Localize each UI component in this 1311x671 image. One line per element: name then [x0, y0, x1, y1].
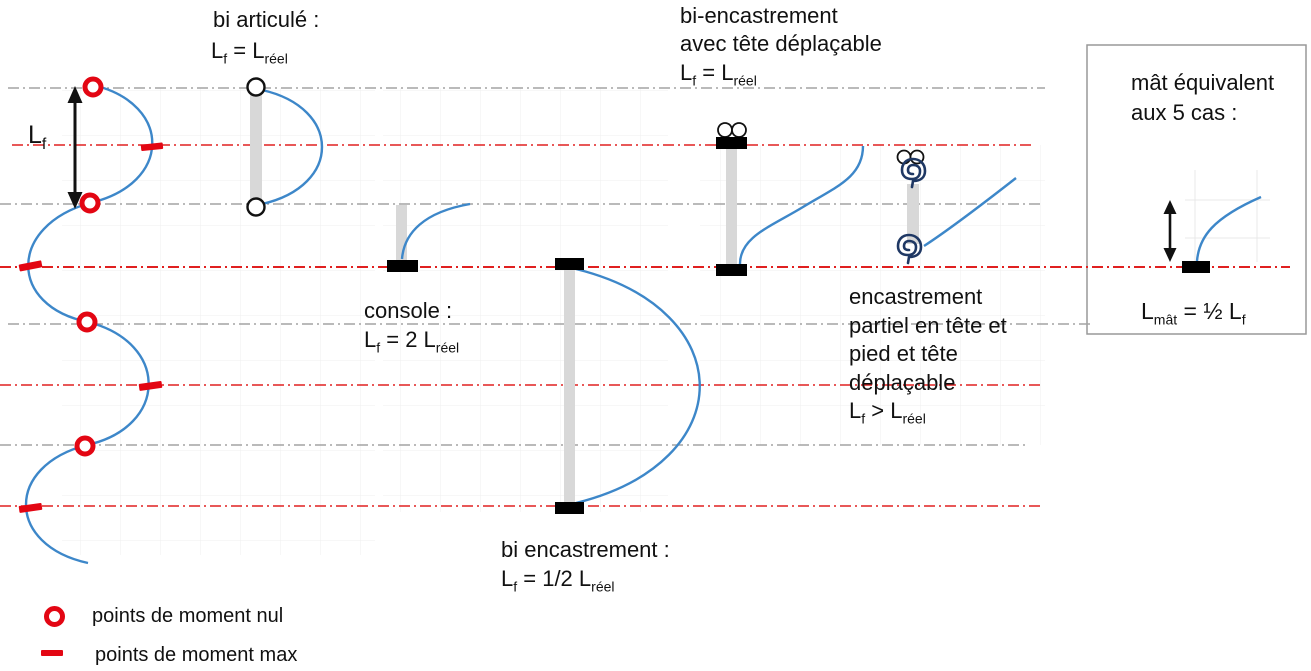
- title-line: avec tête déplaçable: [680, 31, 882, 56]
- legend-moment-max-label: points de moment max: [95, 644, 298, 666]
- buckled-curve: [400, 202, 471, 260]
- column-bar: [564, 268, 575, 504]
- bi-encastrement-formula: Lf = 1/2 Lréel: [501, 566, 615, 595]
- mat-box-faint-axes: [1185, 170, 1270, 262]
- moment-nul-marker: [82, 76, 104, 98]
- grid-patch-right: [700, 145, 1045, 445]
- roller-icon: [717, 122, 733, 138]
- legend-moment-nul-label: points de moment nul: [92, 605, 284, 627]
- column-bar: [250, 94, 262, 202]
- buckled-curve: [575, 267, 701, 505]
- case-console: [387, 202, 471, 272]
- title-line: partiel en tête et: [849, 312, 1007, 338]
- title-line: encastrement: [849, 284, 983, 309]
- moment-max-marker: [138, 380, 163, 391]
- fixed-support: [387, 260, 418, 272]
- bi-encastrement-title: bi encastrement :: [501, 537, 670, 562]
- title-line: pied et tête: [849, 341, 958, 366]
- encastrement-partiel-title: encastrement partiel en tête et pied et …: [849, 283, 1007, 397]
- mat-equivalent-title: mât équivalent aux 5 cas :: [1131, 68, 1274, 128]
- moment-max-marker: [18, 260, 43, 272]
- legend-moment-nul-icon: [44, 606, 65, 627]
- grid-patch-center: [383, 88, 668, 512]
- title-line: aux 5 cas :: [1131, 100, 1238, 125]
- fixed-support: [716, 137, 747, 149]
- lf-double-arrow: [67, 86, 83, 209]
- encastrement-partiel-formula: Lf > Lréel: [849, 398, 926, 427]
- mat-double-arrow: [1163, 200, 1177, 262]
- hinge-icon: [246, 197, 266, 217]
- title-line: mât équivalent: [1131, 70, 1275, 95]
- case-bi-encastrement: [555, 258, 701, 514]
- fixed-support: [555, 258, 584, 270]
- lf-arrow-label: Lf: [28, 121, 47, 153]
- roller-icon: [731, 122, 747, 138]
- mast-base-support: [1182, 261, 1210, 273]
- moment-nul-marker: [76, 311, 98, 333]
- legend-moment-max-icon: [41, 650, 63, 656]
- fixed-support: [716, 264, 747, 276]
- case-mat-equivalent: [1163, 195, 1262, 273]
- fixed-support: [555, 502, 584, 514]
- moment-nul-marker: [79, 192, 101, 214]
- case-bi-articule: [246, 77, 324, 217]
- column-bar: [726, 148, 737, 266]
- mat-equivalent-box: [1086, 44, 1307, 335]
- lf-label-main: L: [28, 121, 42, 149]
- column-bar: [396, 205, 407, 262]
- grid-patch-left: [62, 88, 375, 555]
- buckled-curve: [923, 177, 1017, 248]
- title-line: déplaçable: [849, 369, 956, 395]
- moment-max-marker: [140, 142, 164, 152]
- case-encastrement-partiel: [896, 149, 1017, 265]
- console-formula: Lf = 2 Lréel: [364, 327, 460, 356]
- buckled-curve: [738, 145, 865, 265]
- lf-label-sub: f: [41, 136, 47, 153]
- bi-encastrement-tete-formula: Lf = Lréel: [680, 60, 757, 89]
- mat-equivalent-formula: Lmât = ½ Lf: [1141, 298, 1246, 328]
- buckled-curve: [261, 88, 324, 206]
- hinge-icon: [246, 77, 266, 97]
- bi-encastrement-tete-title: bi-encastrement avec tête déplaçable: [680, 2, 882, 58]
- moment-nul-marker: [74, 435, 96, 457]
- title-line: bi-encastrement: [680, 3, 838, 28]
- bi-articule-formula: Lf = Lréel: [211, 38, 288, 67]
- moment-max-marker: [18, 502, 43, 513]
- console-title: console :: [364, 298, 453, 323]
- case-bi-encastrement-tete-deplacable: [716, 122, 865, 276]
- column-bar: [907, 184, 919, 244]
- buckled-curve: [1195, 195, 1262, 262]
- bi-articule-title: bi articulé :: [213, 7, 320, 32]
